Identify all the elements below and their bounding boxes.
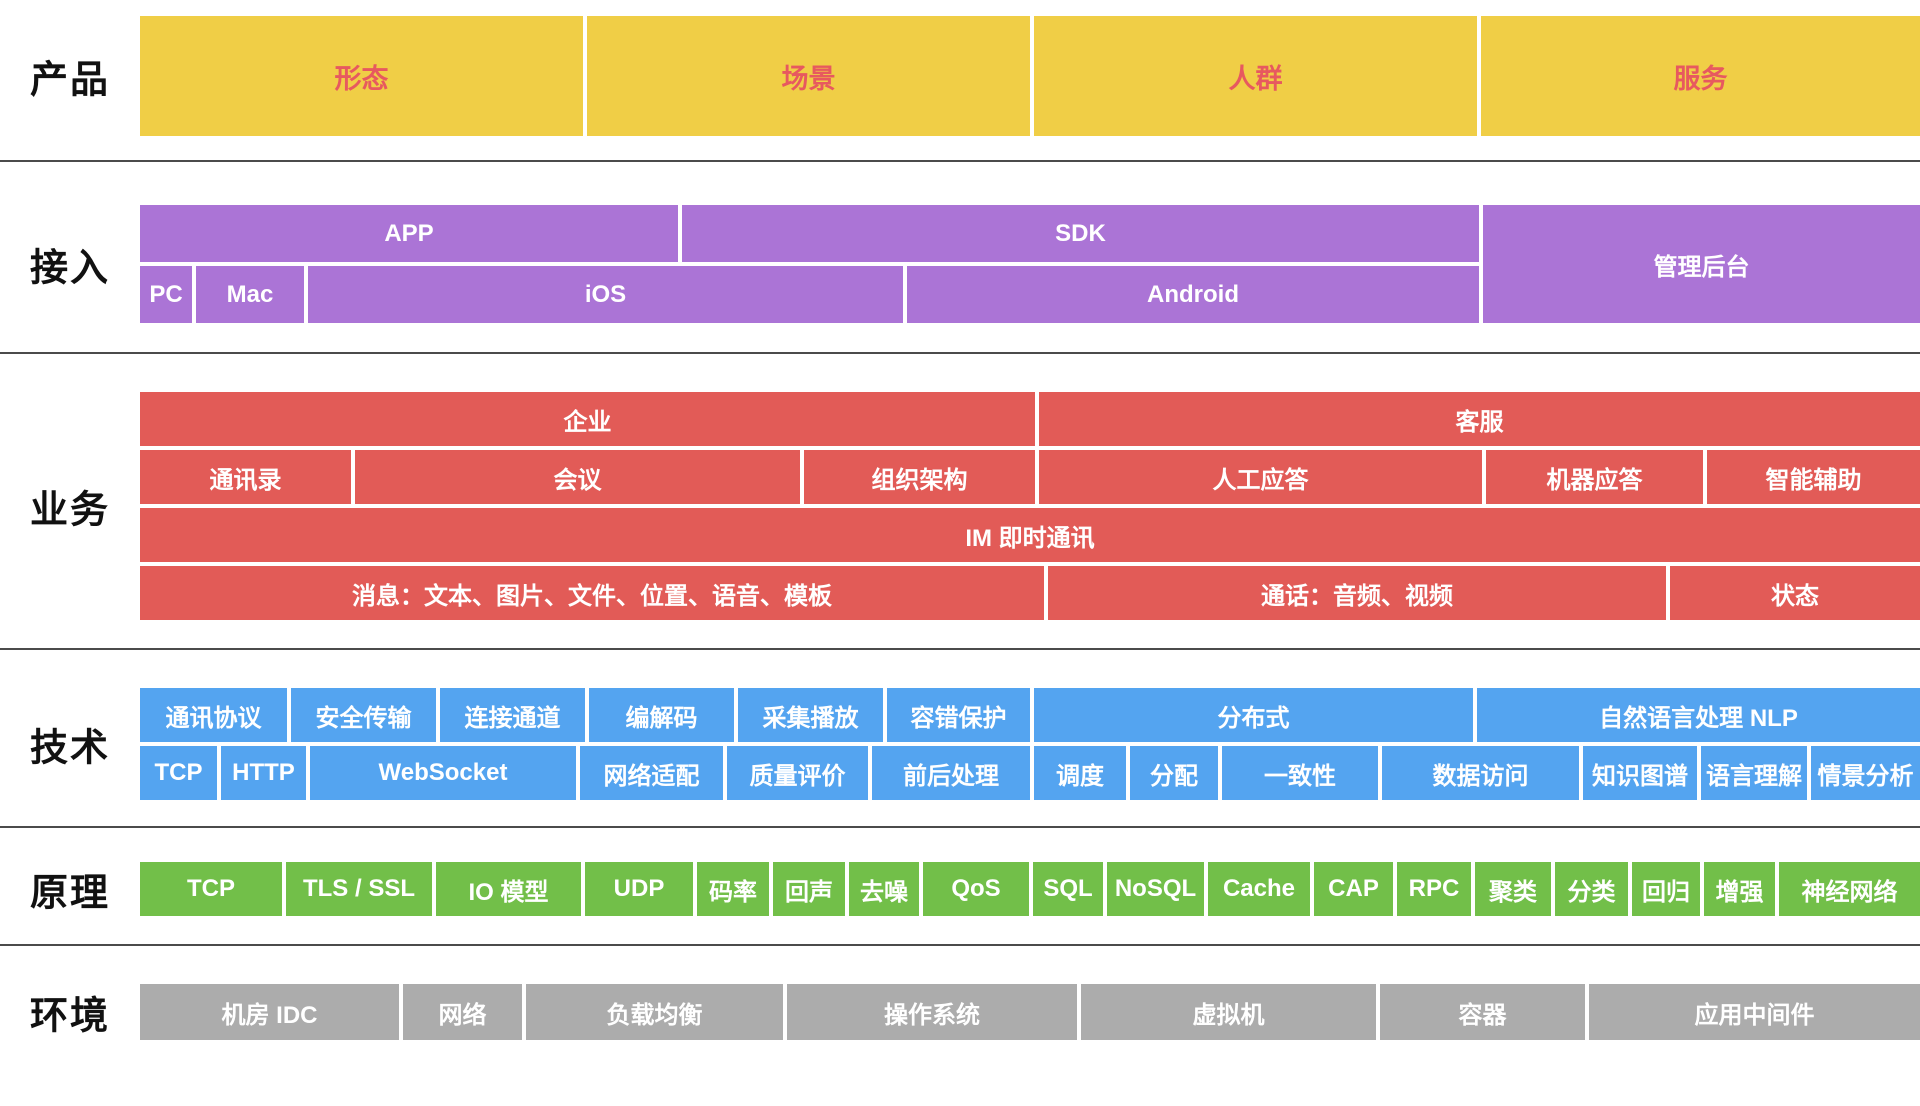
technology-block: 连接通道: [440, 688, 585, 742]
business-block: 客服: [1039, 392, 1920, 446]
technology-block: HTTP: [221, 746, 306, 800]
environment-block: 虚拟机: [1081, 984, 1376, 1040]
technology-block: 语言理解: [1701, 746, 1807, 800]
technology-block: 质量评价: [727, 746, 868, 800]
technology-block: 情景分析: [1811, 746, 1920, 800]
environment-block: 负载均衡: [526, 984, 783, 1040]
environment-block: 机房 IDC: [140, 984, 399, 1040]
business-block: 智能辅助: [1707, 450, 1920, 504]
principle-block: QoS: [923, 862, 1029, 916]
product-block: 人群: [1034, 16, 1477, 136]
business-block: 会议: [355, 450, 800, 504]
section-label-product: 产品: [29, 59, 110, 102]
principle-block: 码率: [697, 862, 769, 916]
product-block: 服务: [1481, 16, 1920, 136]
technology-block: 容错保护: [887, 688, 1030, 742]
product-block: 场景: [587, 16, 1030, 136]
principle-block: Cache: [1208, 862, 1310, 916]
environment-block: 操作系统: [787, 984, 1077, 1040]
principle-block: RPC: [1397, 862, 1471, 916]
business-block: 企业: [140, 392, 1035, 446]
technology-block: 编解码: [589, 688, 734, 742]
product-block: 形态: [140, 16, 583, 136]
business-block: 状态: [1670, 566, 1920, 620]
principle-block: IO 模型: [436, 862, 581, 916]
technology-block: 前后处理: [872, 746, 1030, 800]
technology-block: 一致性: [1222, 746, 1378, 800]
principle-block: UDP: [585, 862, 693, 916]
section-label-business: 业务: [29, 489, 110, 532]
technology-block: 安全传输: [291, 688, 436, 742]
technology-block: 网络适配: [580, 746, 723, 800]
principle-block: 增强: [1704, 862, 1775, 916]
technology-block: 分布式: [1034, 688, 1473, 742]
environment-block: 网络: [403, 984, 522, 1040]
access-block: Android: [907, 266, 1479, 323]
principle-block: 聚类: [1475, 862, 1551, 916]
principle-block: TCP: [140, 862, 282, 916]
access-block: iOS: [308, 266, 903, 323]
technology-block: 知识图谱: [1583, 746, 1697, 800]
section-label-environment: 环境: [29, 995, 110, 1038]
technology-block: TCP: [140, 746, 217, 800]
environment-block: 容器: [1380, 984, 1585, 1040]
business-block: IM 即时通讯: [140, 508, 1920, 562]
access-block: PC: [140, 266, 192, 323]
business-block: 通讯录: [140, 450, 351, 504]
section-label-principle: 原理: [29, 872, 110, 915]
access-block: Mac: [196, 266, 304, 323]
environment-block: 应用中间件: [1589, 984, 1920, 1040]
principle-block: 分类: [1555, 862, 1628, 916]
access-block: 管理后台: [1483, 205, 1920, 323]
business-block: 通话：音频、视频: [1048, 566, 1666, 620]
technology-block: 采集播放: [738, 688, 883, 742]
business-block: 组织架构: [804, 450, 1035, 504]
principle-block: SQL: [1033, 862, 1103, 916]
access-block: SDK: [682, 205, 1479, 262]
technology-block: 自然语言处理 NLP: [1477, 688, 1920, 742]
principle-block: TLS / SSL: [286, 862, 432, 916]
principle-block: 去噪: [849, 862, 919, 916]
section-divider: [0, 648, 1920, 650]
business-block: 机器应答: [1486, 450, 1703, 504]
technology-block: 通讯协议: [140, 688, 287, 742]
section-divider: [0, 944, 1920, 946]
section-label-access: 接入: [29, 247, 110, 290]
section-divider: [0, 826, 1920, 828]
technology-block: WebSocket: [310, 746, 576, 800]
principle-block: NoSQL: [1107, 862, 1204, 916]
principle-block: 神经网络: [1779, 862, 1920, 916]
technology-block: 分配: [1130, 746, 1218, 800]
technology-block: 数据访问: [1382, 746, 1579, 800]
technology-block: 调度: [1034, 746, 1126, 800]
access-block: APP: [140, 205, 678, 262]
principle-block: 回归: [1632, 862, 1700, 916]
section-divider: [0, 160, 1920, 162]
principle-block: CAP: [1314, 862, 1393, 916]
business-block: 消息：文本、图片、文件、位置、语音、模板: [140, 566, 1044, 620]
principle-block: 回声: [773, 862, 845, 916]
section-label-technology: 技术: [29, 727, 110, 770]
business-block: 人工应答: [1039, 450, 1482, 504]
section-divider: [0, 352, 1920, 354]
